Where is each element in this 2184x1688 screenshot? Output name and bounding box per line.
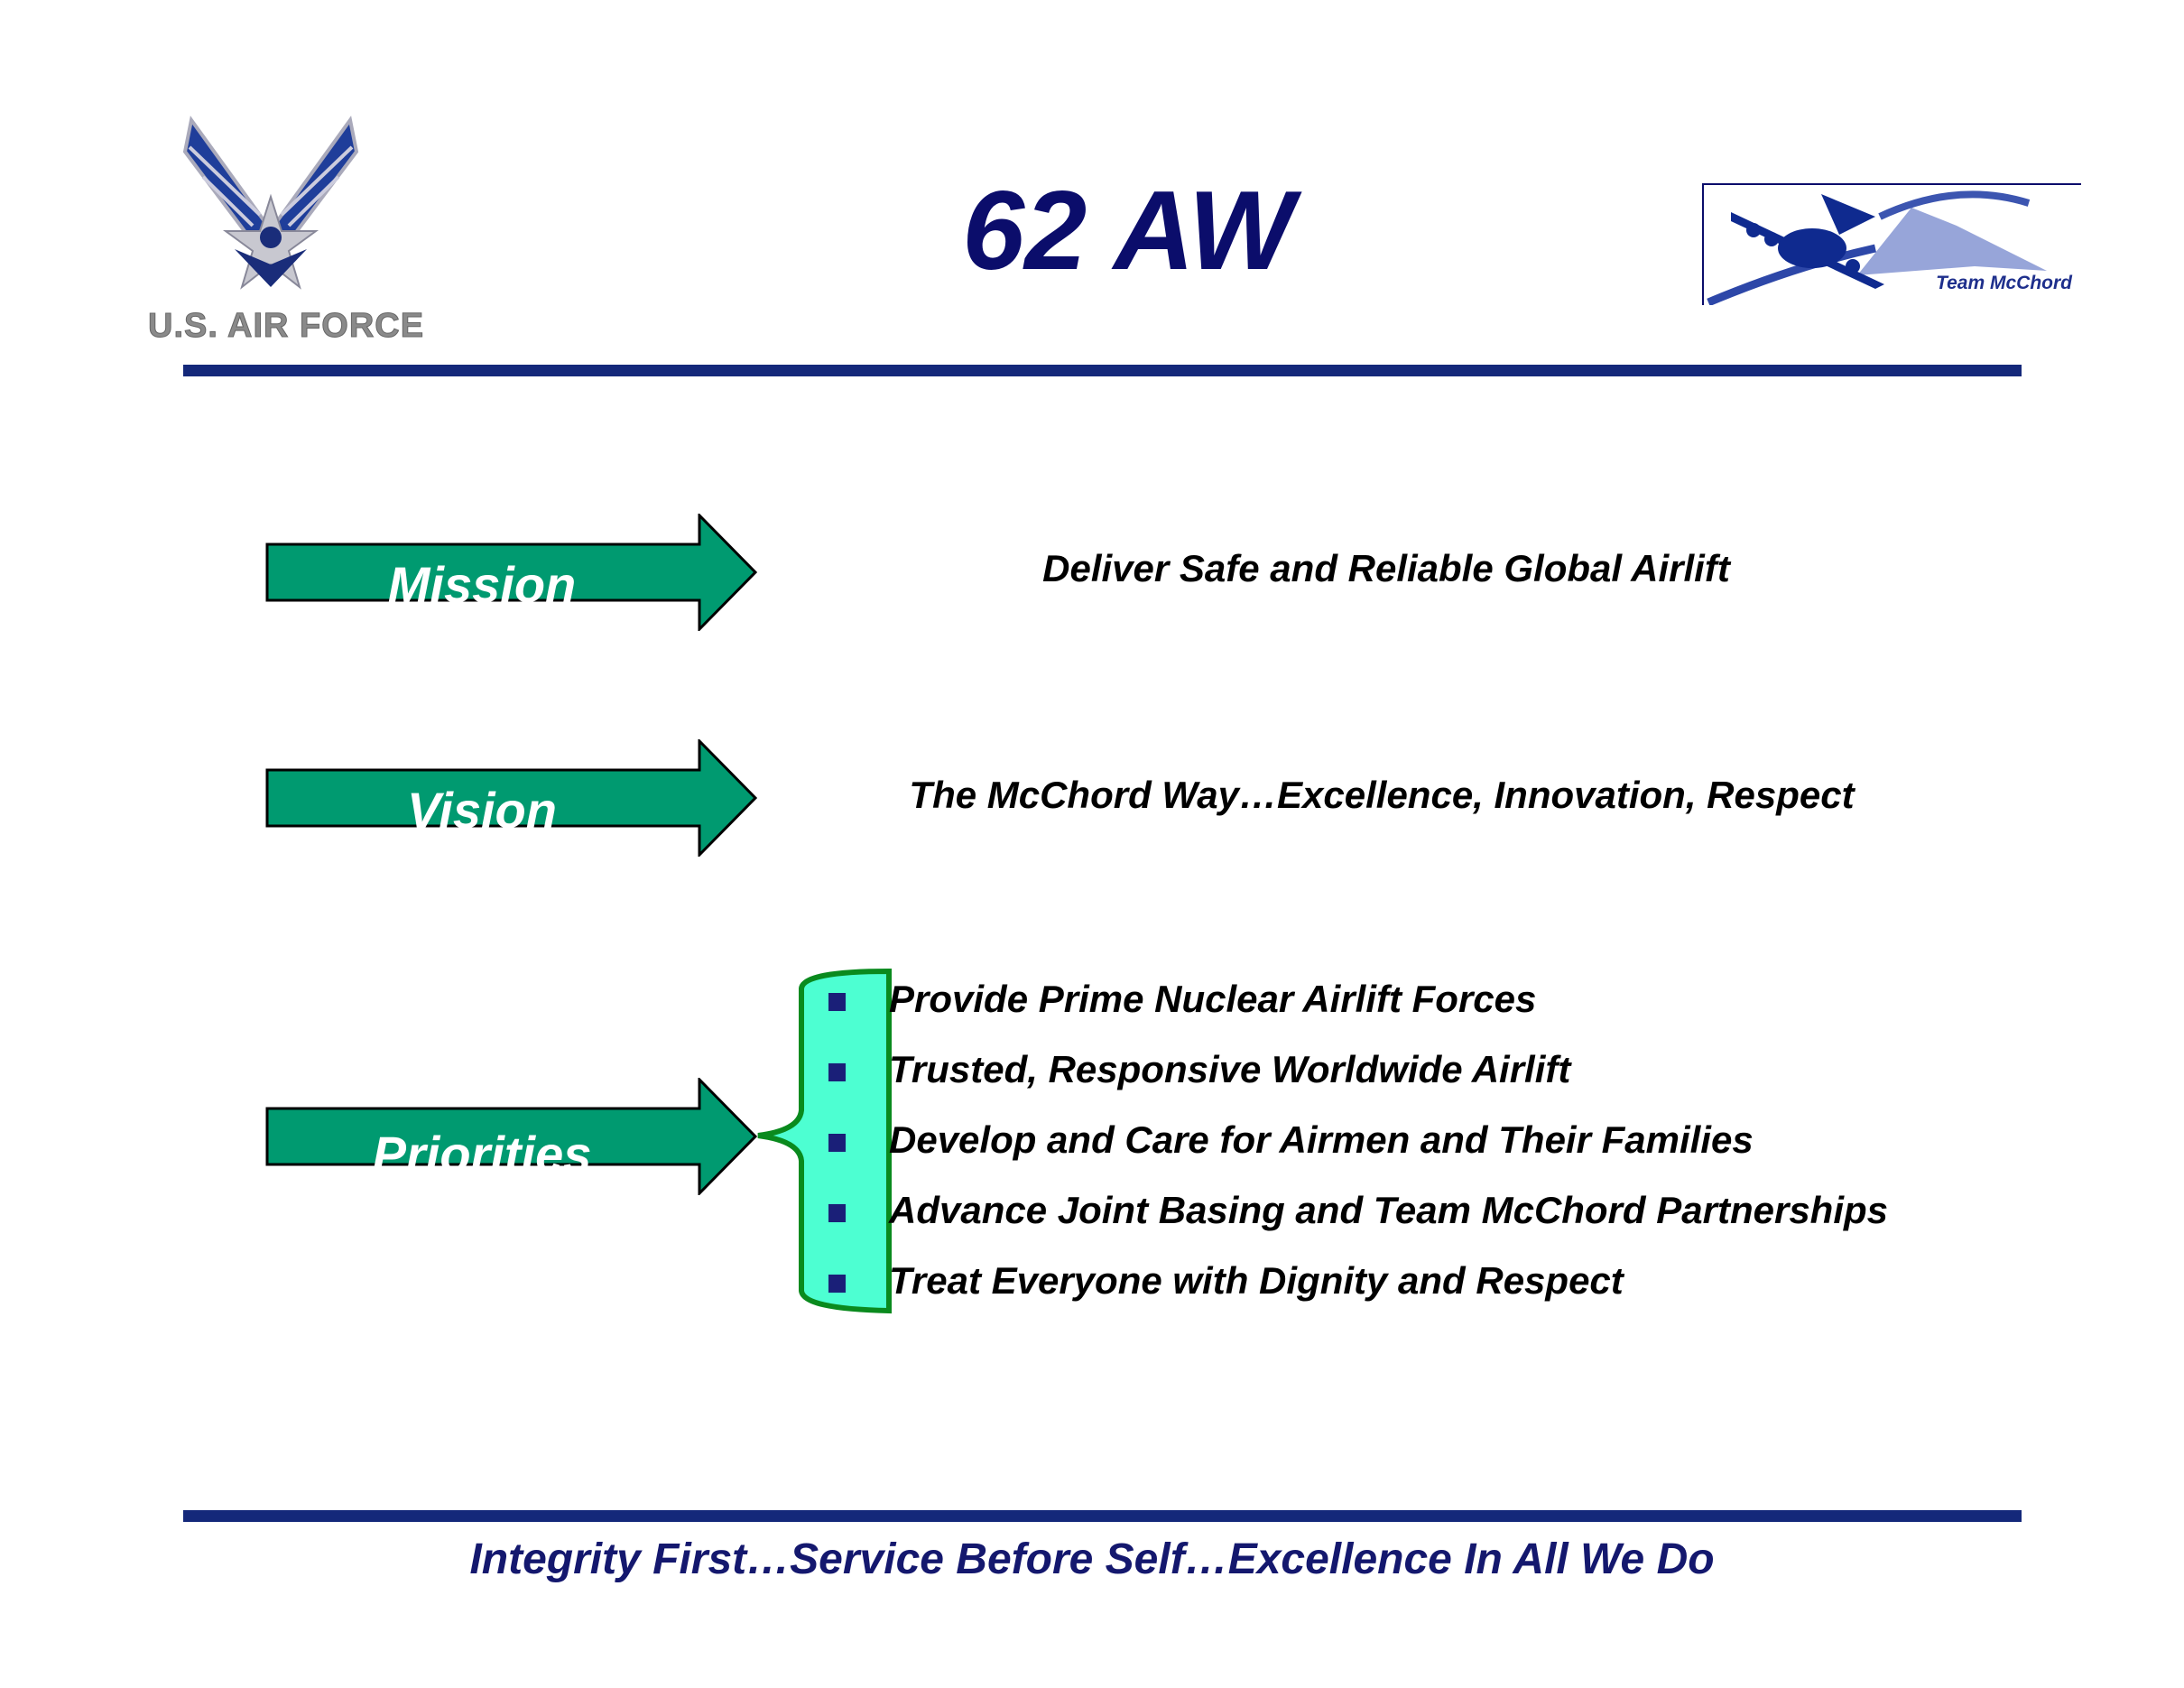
vision-statement: The McChord Way…Excellence, Innovation, … bbox=[909, 774, 1855, 816]
mission-arrow: Mission bbox=[265, 514, 762, 631]
usaf-wings-icon bbox=[182, 116, 359, 290]
team-mcchord-logo: Team McChord bbox=[1702, 183, 2081, 305]
priority-item: Treat Everyone with Dignity and Respect bbox=[889, 1259, 1624, 1302]
priority-item: Advance Joint Basing and Team McChord Pa… bbox=[889, 1189, 1889, 1231]
vision-label: Vision bbox=[407, 782, 557, 839]
usaf-logo bbox=[180, 116, 361, 296]
bottom-divider bbox=[183, 1510, 2022, 1522]
bullet-icon bbox=[828, 1275, 846, 1293]
footer-motto: Integrity First…Service Before Self…Exce… bbox=[469, 1535, 1715, 1583]
right-arrow-icon bbox=[265, 739, 758, 857]
team-mcchord-text: Team McChord bbox=[1936, 273, 2072, 293]
priorities-arrow: Priorities bbox=[265, 1078, 762, 1195]
airplane-mountain-icon bbox=[1707, 190, 2047, 305]
priorities-label: Priorities bbox=[372, 1126, 592, 1183]
bullet-icon bbox=[828, 1134, 846, 1152]
bullet-icon bbox=[828, 993, 846, 1011]
right-arrow-icon bbox=[265, 514, 758, 631]
mission-statement: Deliver Safe and Reliable Global Airlift bbox=[1042, 547, 1730, 589]
mission-label: Mission bbox=[387, 556, 577, 613]
vision-arrow: Vision bbox=[265, 739, 762, 857]
priority-item: Provide Prime Nuclear Airlift Forces bbox=[889, 978, 1537, 1020]
bullet-icon bbox=[828, 1063, 846, 1081]
priority-item: Trusted, Responsive Worldwide Airlift bbox=[889, 1048, 1571, 1090]
top-divider bbox=[183, 365, 2022, 376]
priorities-bracket bbox=[757, 968, 892, 1314]
bullet-icon bbox=[828, 1204, 846, 1222]
priority-item: Develop and Care for Airmen and Their Fa… bbox=[889, 1118, 1754, 1161]
right-arrow-icon bbox=[265, 1078, 758, 1195]
page-title: 62 AW bbox=[962, 169, 1294, 293]
usaf-logo-text: U.S. AIR FORCE bbox=[147, 307, 425, 346]
